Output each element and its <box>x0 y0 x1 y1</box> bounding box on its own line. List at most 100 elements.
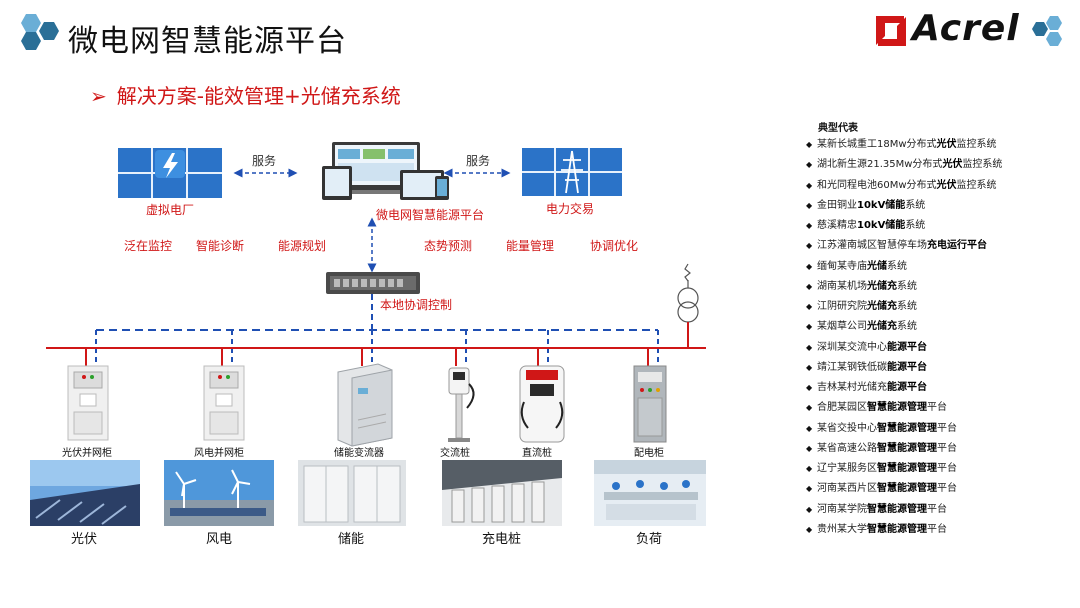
case-text-bold: 智慧能源管理 <box>877 463 937 474</box>
category-label: 负荷 <box>636 532 663 547</box>
architecture-diagram <box>30 142 706 526</box>
cases-title: 典型代表 <box>818 123 858 134</box>
case-text: 系统 <box>905 220 926 231</box>
diamond-bullet-icon: ◆ <box>806 484 813 494</box>
case-text: 河南某学院 <box>817 503 867 515</box>
diamond-bullet-icon: ◆ <box>806 281 813 291</box>
diamond-bullet-icon: ◆ <box>806 504 813 514</box>
storage-inverter-icon <box>337 363 393 447</box>
case-list-item: ◆金田铜业10kV储能系统 <box>806 196 1002 216</box>
distribution-cabinet-icon <box>633 365 667 443</box>
diamond-bullet-icon: ◆ <box>806 200 813 210</box>
hexagon-decoration-right-icon <box>1032 16 1062 46</box>
page-title: 微电网智慧能源平台 <box>68 24 347 59</box>
local-control-device-icon <box>326 272 420 294</box>
case-text: 湖北新生源21.35Mw分布式 <box>817 159 943 171</box>
device-label: 直流桩 <box>522 448 552 459</box>
case-list-item: ◆某新长城重工18Mw分布式光伏监控系统 <box>806 135 1002 155</box>
case-text: 平台 <box>927 503 947 515</box>
case-list-item: ◆慈溪精忠10kV储能系统 <box>806 216 1002 236</box>
diamond-bullet-icon: ◆ <box>806 362 813 372</box>
case-text: 和光同程电池60Mw分布式 <box>817 179 937 191</box>
diamond-bullet-icon: ◆ <box>806 160 813 170</box>
diamond-bullet-icon: ◆ <box>806 342 813 352</box>
case-text: 系统 <box>897 280 917 292</box>
diamond-bullet-icon: ◆ <box>806 524 813 534</box>
diamond-bullet-icon: ◆ <box>806 423 813 433</box>
case-text-bold: 充电运行平台 <box>927 240 987 252</box>
case-list-item: ◆某省高速公路智慧能源管理平台 <box>806 439 1002 459</box>
brand-name: Acrel <box>912 8 1020 49</box>
service-label-right: 服务 <box>466 154 491 168</box>
diamond-bullet-icon: ◆ <box>806 383 813 392</box>
device-label: 风电并网柜 <box>194 448 244 459</box>
case-text-bold: 光伏 <box>936 139 957 150</box>
diamond-bullet-icon: ◆ <box>806 403 813 413</box>
case-text-bold: 光伏 <box>942 159 963 171</box>
power-trade-screen-icon <box>522 148 622 196</box>
case-text-bold: 能源平台 <box>887 382 927 393</box>
diamond-bullet-icon: ◆ <box>806 241 813 251</box>
case-text-bold: 10kV储能 <box>857 199 906 211</box>
subtitle-text: 解决方案-能效管理+光储充系统 <box>116 84 401 108</box>
case-text: 平台 <box>937 463 957 474</box>
case-text: 合肥某园区 <box>817 402 867 414</box>
platform-label: 微电网智慧能源平台 <box>376 208 485 222</box>
case-text-bold: 智慧能源管理 <box>877 422 937 434</box>
case-text: 平台 <box>937 483 957 495</box>
case-text: 慈溪精忠 <box>817 220 857 231</box>
case-text: 系统 <box>887 260 907 272</box>
ac-charger-icon <box>448 367 475 442</box>
case-text: 吉林某村光储充 <box>817 382 887 393</box>
function-label: 智能诊断 <box>196 239 245 253</box>
case-list-item: ◆湖南某机场光储充系统 <box>806 277 1002 297</box>
case-list-item: ◆江阴研究院光储充系统 <box>806 297 1002 317</box>
case-list-item: ◆靖江某钢铁低碳能源平台 <box>806 358 1002 378</box>
case-list-item: ◆缅甸某寺庙光储系统 <box>806 257 1002 277</box>
case-text: 某新长城重工18Mw分布式 <box>817 139 937 150</box>
diamond-bullet-icon: ◆ <box>806 180 813 190</box>
case-list-item: ◆ 吉林某村光储充能源平台 <box>806 378 1002 398</box>
case-text-bold: 智慧能源管理 <box>867 402 927 414</box>
power-trade-label: 电力交易 <box>546 202 595 216</box>
function-label: 态势预测 <box>424 239 473 253</box>
service-label-left: 服务 <box>252 154 277 168</box>
function-label: 能量管理 <box>506 239 555 253</box>
category-label: 储能 <box>338 532 365 547</box>
case-text: 某省交投中心 <box>817 422 877 434</box>
device-label: 储能变流器 <box>334 448 384 459</box>
case-text-bold: 能源平台 <box>887 361 927 373</box>
case-text-bold: 智慧能源管理 <box>867 523 927 535</box>
load-photo <box>594 460 706 526</box>
diamond-bullet-icon: ◆ <box>806 302 813 311</box>
function-label: 协调优化 <box>590 239 639 253</box>
case-text: 贵州某大学 <box>817 523 867 535</box>
cases-list: ◆某新长城重工18Mw分布式光伏监控系统◆湖北新生源21.35Mw分布式光伏监控… <box>806 135 1002 540</box>
dc-charger-icon <box>519 365 565 443</box>
device-label: 光伏并网柜 <box>62 448 112 459</box>
case-text: 深圳某交流中心 <box>817 341 887 353</box>
acrel-logo-icon <box>876 16 906 46</box>
device-label: 配电柜 <box>634 448 664 459</box>
case-text-bold: 光伏 <box>936 179 957 191</box>
case-text-bold: 智慧能源管理 <box>877 483 937 495</box>
case-text: 某省高速公路 <box>817 442 877 454</box>
category-label: 风电 <box>206 532 233 547</box>
case-text: 平台 <box>937 442 957 454</box>
diamond-bullet-icon: ◆ <box>806 322 813 332</box>
category-label: 充电桩 <box>482 532 522 547</box>
platform-devices-icon <box>322 142 449 200</box>
case-text: 缅甸某寺庙 <box>817 260 867 272</box>
case-text: 河南某西片区 <box>817 483 877 495</box>
section-subtitle: ➢解决方案-能效管理+光储充系统 <box>90 80 401 109</box>
function-label: 泛在监控 <box>124 239 173 253</box>
case-text: 辽宁某服务区 <box>817 463 877 474</box>
case-text: 某烟草公司 <box>817 321 867 333</box>
case-list-item: ◆辽宁某服务区智慧能源管理平台 <box>806 459 1002 479</box>
diamond-bullet-icon: ◆ <box>806 221 813 230</box>
case-text: 监控系统 <box>956 179 997 191</box>
case-list-item: ◆深圳某交流中心能源平台 <box>806 338 1002 358</box>
case-list-item: ◆河南某学院智慧能源管理平台 <box>806 500 1002 520</box>
case-text: 江阴研究院 <box>817 301 867 312</box>
case-list-item: ◆ 和光同程电池60Mw分布式光伏监控系统 <box>806 176 1002 196</box>
